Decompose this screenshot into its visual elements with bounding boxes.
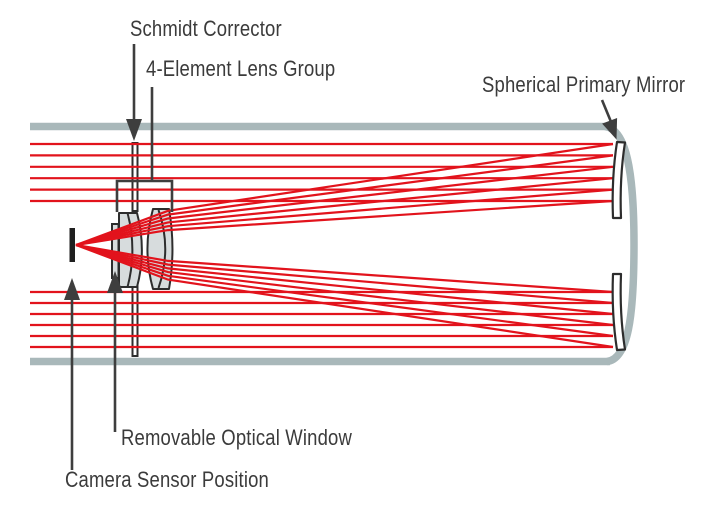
camera-sensor (69, 228, 75, 262)
reflected-ray (75, 177, 614, 247)
reflected-ray (75, 243, 614, 316)
reflected-ray (75, 243, 614, 349)
reflected-ray (75, 199, 614, 247)
lens-cell-front-interface (126, 212, 134, 288)
annotations (64, 44, 618, 470)
arrow-up-icon (107, 271, 123, 293)
primary-mirror-bottom-half (611, 272, 627, 352)
reflected-ray (75, 188, 614, 247)
label-spherical-primary-mirror: Spherical Primary Mirror (482, 72, 686, 97)
reflected-ray (75, 243, 614, 338)
reflected-ray (75, 154, 614, 247)
arrow-down-right-icon (602, 118, 618, 140)
arrow-up-icon (64, 278, 80, 300)
label-schmidt-corrector: Schmidt Corrector (130, 16, 282, 41)
lens-group-bracket (115, 179, 174, 212)
reflected-ray (75, 243, 614, 294)
label-camera-sensor-position: Camera Sensor Position (65, 467, 270, 492)
light-rays (30, 142, 614, 349)
reflected-ray (75, 243, 614, 327)
primary-mirror-leader-line (600, 99, 613, 124)
schmidt-corrector-bottom-half (131, 285, 139, 357)
reflected-ray (75, 165, 614, 247)
spherical-primary-mirror (611, 140, 627, 352)
reflected-ray (75, 243, 614, 305)
primary-mirror-top-half (611, 140, 627, 220)
reflected-ray (75, 142, 614, 247)
label-removable-optical-window: Removable Optical Window (121, 425, 353, 450)
label-4-element-lens-group: 4-Element Lens Group (146, 56, 336, 81)
arrow-down-icon (126, 119, 142, 141)
